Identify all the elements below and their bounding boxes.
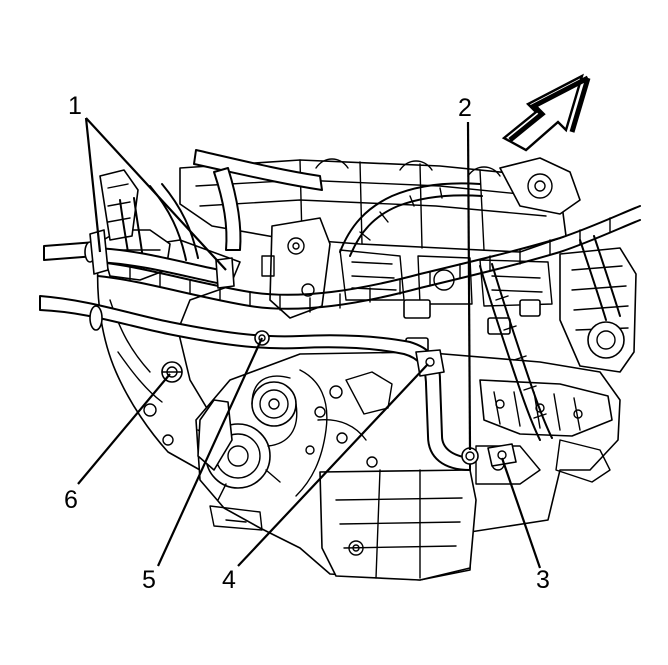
callout-labels: 1 2 3 4 5 6 (64, 92, 550, 594)
wiring-harness (97, 182, 641, 441)
nut-2 (461, 447, 479, 465)
leader-4 (237, 363, 429, 567)
callout-3: 3 (536, 566, 550, 594)
callout-4: 4 (222, 566, 236, 594)
oil-pan (319, 469, 477, 581)
leader-5 (156, 337, 264, 567)
callout-5: 5 (142, 566, 156, 594)
fasteners (89, 229, 517, 467)
callout-6: 6 (64, 486, 78, 514)
front-view-arrow-icon (501, 73, 591, 152)
clip-3 (487, 443, 517, 467)
callout-2: 2 (458, 94, 472, 122)
leader-6 (77, 373, 171, 485)
leader-2 (466, 121, 472, 451)
heater-pipe (39, 295, 471, 471)
callout-1: 1 (68, 92, 82, 120)
leader-lines (77, 117, 542, 569)
coolant-hoses (39, 149, 471, 471)
leader-3 (500, 457, 542, 569)
leader-1b (85, 117, 227, 271)
leader-1a (84, 117, 102, 253)
